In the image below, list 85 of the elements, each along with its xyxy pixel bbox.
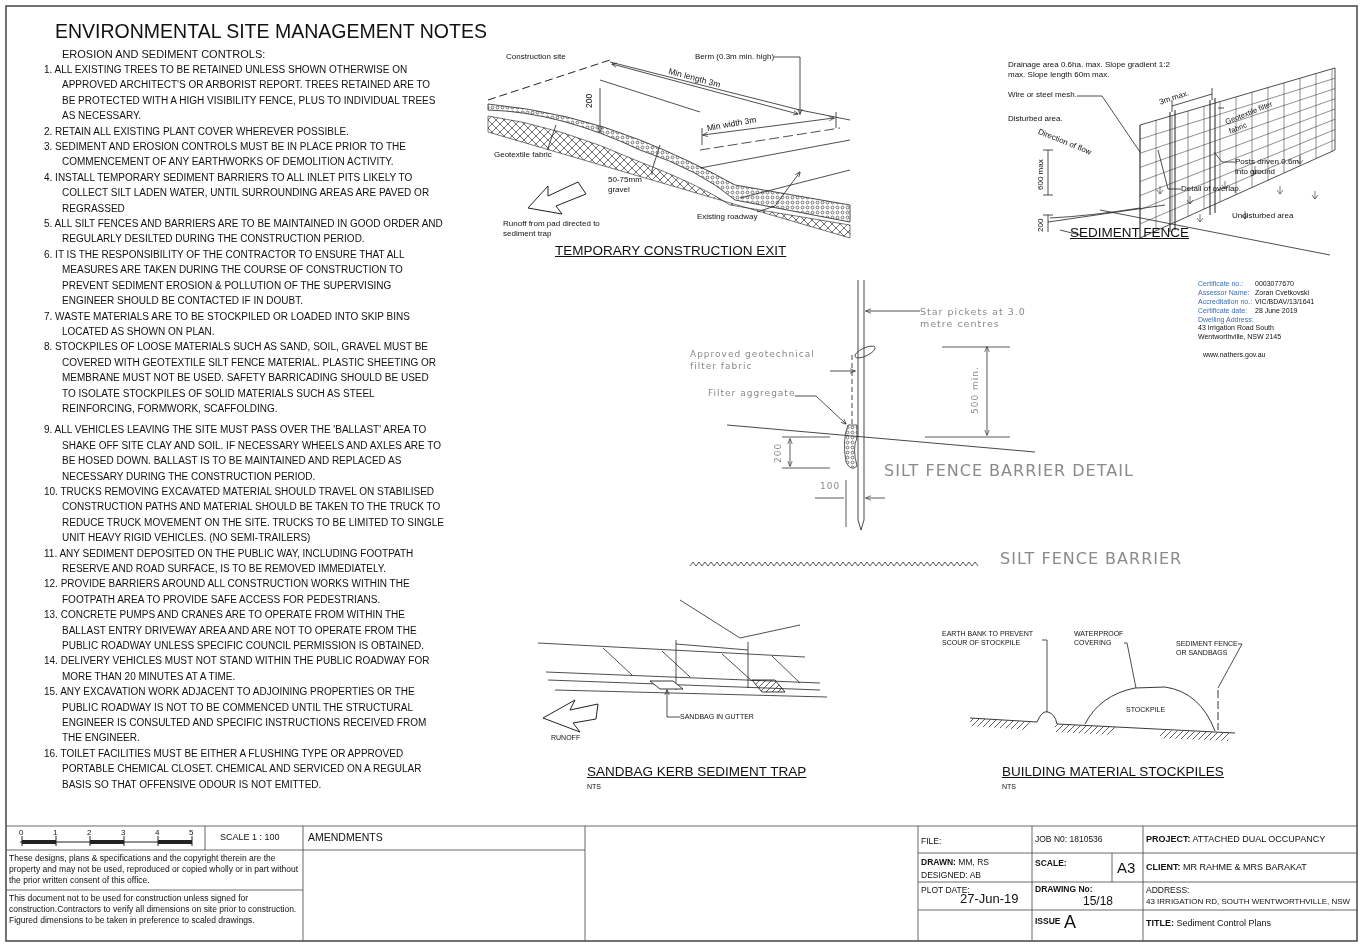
note-text: 9. ALL VEHICLES LEAVING THE SITE MUST PASS OVER THE 'BALLAST' AREA TO SHAKE OFF SITE CLAY AND SOIL. IF NECESSARY WHEELS AND AXLES ARE TO BE HOSED DOWN. BALLAST IS TO BE MAINTAINED AND REPLACED AS NECESSARY DURING THE CONSTRUCTION PERIOD. <box>44 423 443 484</box>
scale-number: 0 <box>19 828 24 839</box>
note-text: 13. CONCRETE PUMPS AND CRANES ARE TO OPERATE FROM WITHIN THE BALLAST ENTRY DRIVEWAY AREA AND ARE NOT TO OPERATE FROM THE PUBLIC ROADWAY UNLESS SPECIFIC COUNCIL PERMISSION IS OBTAINED. <box>44 608 426 654</box>
note-text: 4. INSTALL TEMPORARY SEDIMENT BARRIERS TO ALL INLET PITS LIKELY TO COLLECT SILT LADEN WATER, UNTIL SURROUNDING AREAS ARE PAVED OR REGRASSED <box>44 170 431 216</box>
field-label: ISSUE <box>1035 916 1061 928</box>
silt-fence-detail-drawing <box>844 279 876 531</box>
callout-label: Construction site <box>506 52 566 63</box>
dimension-text: 500 min. <box>970 366 981 414</box>
dimension-text: Min width 3m <box>706 114 758 134</box>
note-text: 1. ALL EXISTING TREES TO BE RETAINED UNLESS SHOWN OTHERWISE ON APPROVED ARCHITECT'S OR ARBORIST REPORT. TREES RETAINED ARE TO BE PROTECTED WITH A HIGH VISIBILITY FENCE, PLUS TO INDIVIDUAL TREES AS NECESSARY. <box>44 63 437 124</box>
note-text: 10. TRUCKS REMOVING EXCAVATED MATERIAL SHOULD TRAVEL ON STABILISED CONSTRUCTION PATHS AND MATERIAL SHOULD BE TAKEN TO THE TRUCK TO REDUCE TRUCK MOVEMENT ON THE SITE. TRUCKS TO BE LIMITED TO SINGLE UNIT HEAVY RIGID VEHICLES. (NO SEMI-TRAILERS) <box>44 484 444 546</box>
callout-label: Posts driven 0.6m into ground <box>1235 157 1310 178</box>
callout-label: Approved geotechnical filter fabric <box>690 349 830 373</box>
scale-number: 4 <box>155 828 160 839</box>
callout-label: Existing roadway <box>697 212 758 223</box>
leader-line <box>1217 643 1243 689</box>
scale-number: 5 <box>189 828 194 839</box>
field-value: CLIENT: MR RAHME & MRS BARAKAT <box>1146 862 1307 874</box>
dimension-text: Min length 3m <box>667 66 722 91</box>
field-value: DRAWN: MM, RS <box>921 857 989 869</box>
leader-line <box>1041 639 1048 713</box>
drawing-title: SILT FENCE BARRIER DETAIL <box>884 461 1134 482</box>
leader-line <box>1213 151 1236 163</box>
callout-label: Undisturbed area <box>1232 211 1294 222</box>
note-text: 8. STOCKPILES OF LOOSE MATERIALS SUCH AS SAND, SOIL, GRAVEL MUST BE COVERED WITH GEOTEXTILE SILT FENCE MATERIAL. PLASTIC SHEETING OR MEMBRANE MUST NOT BE USED. SAFETY BARRICADING SHOULD BE USED TO ISOLATE STOCKPILES OF SOLID MATERIALS SUCH AS STEEL REINFORCING, FORMWORK, SCAFFOLDING. <box>44 340 437 416</box>
sandbag-kerb-trap-drawing <box>537 599 828 698</box>
table-heading: AMENDMENTS <box>308 831 383 845</box>
note-text: 3. SEDIMENT AND EROSION CONTROLS MUST BE IN PLACE PRIOR TO THE COMMENCEMENT OF ANY EARTHWORKS OF DEMOLITION ACTIVITY. <box>44 140 407 170</box>
scale-number: 3 <box>121 828 126 839</box>
field-value: 15/18 <box>1083 894 1114 910</box>
copyright-note: These designs, plans & specifications and the copyright therein are the property and may not be used, reproduced or copied wholly or in part without the prior written consent of this office. <box>9 853 300 887</box>
dimension-text: 200 <box>1036 218 1046 232</box>
callout-label: Runoff from pad directed to sediment trap <box>503 219 601 240</box>
callout-label: Filter aggregate <box>708 388 796 400</box>
note-text: 2. RETAIN ALL EXISTING PLANT COVER WHEREVER POSSIBLE. <box>44 124 350 139</box>
field-value: DESIGNED: AB <box>921 870 981 882</box>
field-value: A <box>1064 911 1076 934</box>
scale-number: 1 <box>53 828 58 839</box>
leader-line <box>1157 149 1182 190</box>
note-text: 15. ANY EXCAVATION WORK ADJACENT TO ADJOINING PROPERTIES OR THE PUBLIC ROADWAY IS NOT TO BE COMMENCED UNTIL THE STRUCTURAL ENGINEER IS CONSULTED AND SPECIFIC INSTRUCTIONS RECEIVED FROM THE ENGINEER. <box>44 685 428 746</box>
field-label: SCALE: <box>1035 858 1067 870</box>
note-text: 7. WASTE MATERIALS ARE TO BE STOCKPILED OR LOADED INTO SKIP BINS LOCATED AS SHOWN ON PLAN. <box>44 309 411 339</box>
drawing-title: TEMPORARY CONSTRUCTION EXIT <box>555 242 787 260</box>
field-label: ADDRESS: <box>1146 885 1190 897</box>
field-value: JOB N0: 1810536 <box>1035 834 1103 846</box>
dimension-text: 3m max. <box>1158 88 1191 108</box>
field-label: FILE: <box>921 836 942 848</box>
dimension-text: 600 max <box>1036 159 1046 190</box>
stockpile-drawing <box>969 686 1236 741</box>
field-label: DRAWING No: <box>1035 884 1093 896</box>
note-text: 6. IT IS THE RESPONSIBILITY OF THE CONTRACTOR TO ENSURE THAT ALL MEASURES ARE TAKEN DURING THE COURSE OF CONSTRUCTION TO PREVENT SEDIMENT EROSION & POLLUTION OF THE SUPERVISING ENGINEER SHOULD BE CONTACTED IF IN DOUBT. <box>44 247 406 309</box>
construction-exit-drawing <box>487 59 851 239</box>
field-value: TITLE: Sediment Control Plans <box>1146 918 1272 930</box>
drawing-title: SILT FENCE BARRIER <box>1000 549 1183 570</box>
field-value: A3 <box>1117 858 1136 878</box>
leader-line <box>651 144 661 176</box>
callout-label: Wire or steel mesh. <box>1008 90 1077 101</box>
leader-line <box>1123 642 1137 689</box>
leader-line <box>547 124 557 151</box>
field-value: 43 IRRIGATION RD, SOUTH WENTWORTHVILLE, NSW <box>1146 897 1351 908</box>
scale-text: SCALE 1 : 100 <box>220 832 280 844</box>
callout-label: Disturbed area. <box>1008 114 1063 125</box>
note-text: 11. ANY SEDIMENT DEPOSITED ON THE PUBLIC WAY, INCLUDING FOOTPATH RESERVE AND ROAD SURFACE, IS TO BE REMOVED IMMEDIATELY. <box>44 546 415 576</box>
callout-label: Berm (0.3m min. high) <box>695 52 775 63</box>
dimension-text: 200 <box>584 93 595 108</box>
leader-line <box>1076 95 1141 153</box>
leader-line <box>1217 107 1225 109</box>
note-text: 14. DELIVERY VEHICLES MUST NOT STAND WITHIN THE PUBLIC ROADWAY FOR MORE THAN 20 MINUTES AT A TIME. <box>44 654 431 684</box>
drawing-title: BUILDING MATERIAL STOCKPILES <box>1002 763 1224 781</box>
section-heading: EROSION AND SEDIMENT CONTROLS: <box>62 47 266 62</box>
note-text: Drainage area 0.6ha. max. Slope gradient 1:2 max. Slope length 60m max. <box>1008 60 1171 81</box>
drawing-title: SEDIMENT FENCE <box>1070 224 1189 242</box>
callout-label: 50-75mm gravel <box>608 175 658 196</box>
note-text: 5. ALL SILT FENCES AND BARRIERS ARE TO BE MAINTAINED IN GOOD ORDER AND REGULARLY DESILTED DURING THE CONSTRUCTION PERIOD. <box>44 217 444 247</box>
field-value: PROJECT: ATTACHED DUAL OCCUPANCY <box>1146 834 1326 846</box>
disclaimer-note: This document not to be used for construction unless signed for construction.Contractors to verify all dimensions on site prior to construction. Figured dimensions to be taken in preference to scaled drawings. <box>9 893 298 927</box>
callout-label: Geotextile fabric <box>494 150 554 161</box>
dimension-text: 200 <box>773 442 784 463</box>
note-text: 12. PROVIDE BARRIERS AROUND ALL CONSTRUCTION WORKS WITHIN THE FOOTPATH AREA TO PROVIDE SAFE ACCESS FOR PEDESTRIANS. <box>44 577 411 607</box>
drawing-title: SANDBAG KERB SEDIMENT TRAP <box>587 763 807 781</box>
dimension-text: 100 <box>820 481 841 493</box>
callout-label: Star pickets at 3.0 metre centres <box>920 306 1030 331</box>
scale-number: 2 <box>87 828 92 839</box>
note-text: 16. TOILET FACILITIES MUST BE EITHER A FLUSHING TYPE OR APPROVED PORTABLE CHEMICAL CLOSET. CHEMICAL AND SERVICED ON A REGULAR BASIS SO THAT OFFENSIVE ODOUR IS NOT EMITTED. <box>44 746 423 792</box>
sheet-title: ENVIRONMENTAL SITE MANAGEMENT NOTES <box>55 19 487 44</box>
